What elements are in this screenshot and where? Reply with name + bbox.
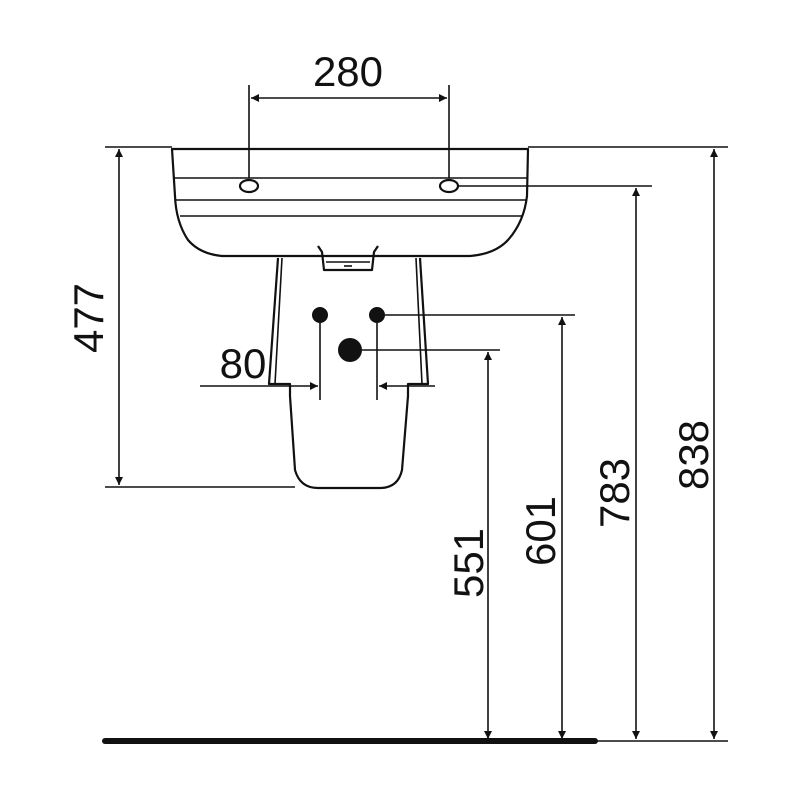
wall-bracket — [317, 245, 379, 272]
semi-pedestal — [267, 245, 430, 490]
dim-tap-hole-height: 783 — [458, 185, 652, 739]
label-rim-height: 838 — [670, 420, 717, 490]
label-tap-hole-height: 783 — [591, 458, 638, 528]
dim-tap-hole-spacing: 280 — [248, 48, 450, 178]
tap-hole-left — [238, 178, 260, 194]
dim-drain-height: 551 — [362, 349, 500, 739]
dim-supply-spacing: 80 — [200, 340, 435, 390]
label-supply-height: 601 — [517, 496, 564, 566]
dim-supply-height: 601 — [385, 314, 575, 739]
label-supply-spacing: 80 — [220, 340, 267, 387]
dim-basin-height: 477 — [65, 146, 295, 488]
tap-hole-right — [438, 178, 460, 194]
label-drain-height: 551 — [445, 528, 492, 598]
supply-pipe-left — [312, 307, 328, 323]
dim-rim-height: 838 — [528, 146, 728, 742]
drain-outlet — [338, 338, 362, 362]
supply-pipe-right — [369, 307, 385, 323]
label-tap-hole-spacing: 280 — [313, 48, 383, 95]
basin — [170, 147, 530, 258]
label-basin-height: 477 — [65, 283, 112, 353]
